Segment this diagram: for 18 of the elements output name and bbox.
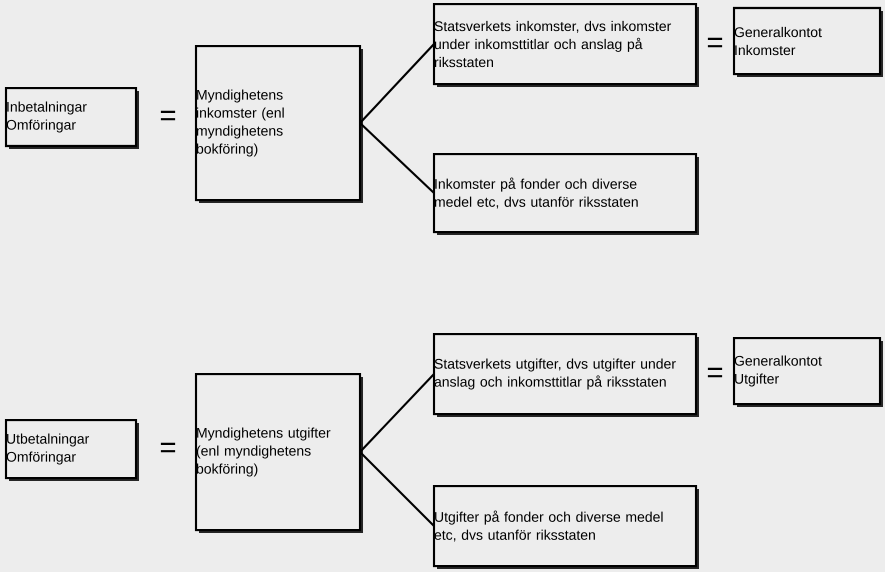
text-box: Generalkontot Inkomster [732, 6, 883, 77]
text-box: Myndighetens inkomster (enl myndighetens bokföring) [194, 44, 363, 203]
connector-line [359, 451, 435, 527]
connector-line [359, 43, 435, 124]
equals-sign: = [708, 368, 722, 378]
text-box: Utgifter på fonder och diverse medel etc, dvs utanför riksstaten [432, 484, 699, 569]
text-box: Myndighetens utgifter (enl myndighetens bokföring) [194, 372, 363, 533]
text-box: Inkomster på fonder och diverse medel etc, dvs utanför riksstaten [432, 152, 699, 235]
equals-sign: = [160, 442, 176, 452]
text-box: Inbetalningar Omföringar [4, 86, 139, 149]
equals-sign: = [708, 38, 722, 48]
text-box: Statsverkets inkomster, dvs inkomster under inkomsttitlar och anslag på riksstaten [432, 2, 699, 87]
connector-line [359, 373, 435, 453]
text-box: Statsverkets utgifter, dvs utgifter under anslag och inkomsttitlar på riksstaten [432, 332, 699, 417]
connector-line [359, 122, 435, 194]
equals-sign: = [160, 110, 176, 120]
text-box: Utbetalningar Omföringar [4, 418, 139, 481]
text-box: Generalkontot Utgifter [732, 336, 883, 407]
